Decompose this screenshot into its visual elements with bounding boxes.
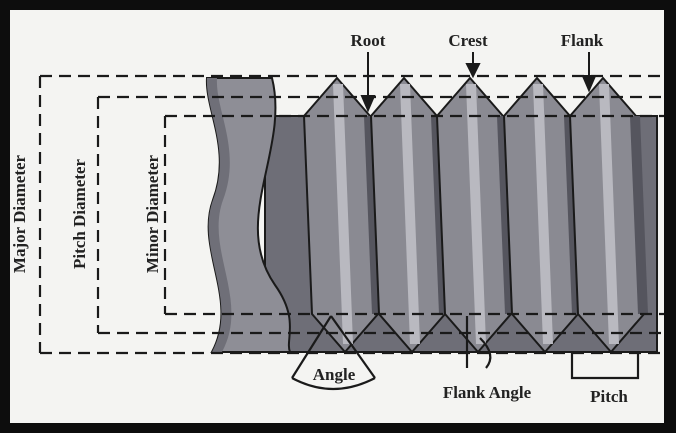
pitch-bracket	[570, 352, 640, 380]
label-angle: Angle	[313, 365, 356, 384]
thread-groove	[630, 116, 648, 314]
thread-highlight	[333, 84, 353, 344]
label-flank: Flank	[561, 31, 604, 50]
label-root: Root	[351, 31, 386, 50]
label-crest: Crest	[448, 31, 488, 50]
label-arrows	[360, 52, 597, 113]
label-major-diameter: Major Diameter	[10, 154, 29, 273]
thread-teeth	[302, 76, 648, 354]
angle-indicator	[291, 315, 376, 391]
label-flank-angle: Flank Angle	[443, 383, 532, 402]
label-pitch: Pitch	[590, 387, 628, 406]
bolt-shank-face	[206, 78, 232, 352]
label-minor-diameter: Minor Diameter	[143, 154, 162, 273]
label-pitch-diameter: Pitch Diameter	[70, 159, 89, 269]
thread-highlight	[599, 84, 619, 344]
flank-angle-indicator	[465, 316, 492, 369]
thread-highlight	[533, 84, 553, 344]
thread-highlight	[400, 84, 420, 344]
dashed-lines	[38, 74, 664, 355]
thread-highlight	[466, 84, 486, 344]
